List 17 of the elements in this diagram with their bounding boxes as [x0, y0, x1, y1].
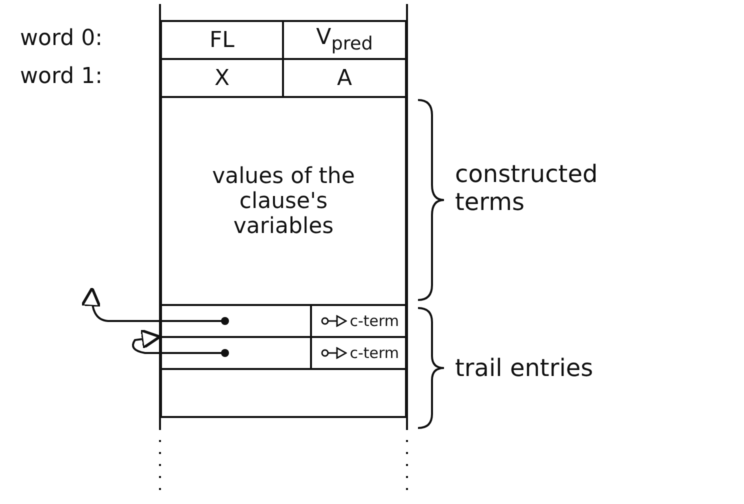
- cell-text: V$_{pred}$: [316, 25, 373, 55]
- word-label: word 0:: [20, 26, 102, 51]
- memory-cell: [160, 96, 407, 306]
- cell-text: c-term: [350, 312, 399, 330]
- cell-text: A: [336, 66, 352, 90]
- memory-cell: [160, 368, 407, 418]
- cell-text: values of the clause's variables: [211, 164, 356, 238]
- memory-cell: [160, 20, 284, 60]
- pointer-arrow: [132, 328, 223, 354]
- word-label: word 1:: [20, 64, 102, 89]
- memory-cell: [282, 20, 407, 60]
- region-label: trail entries: [455, 354, 594, 382]
- region-label: constructed terms: [455, 160, 599, 216]
- cell-text: FL: [210, 28, 234, 52]
- cell-text: X: [214, 66, 230, 90]
- pointer-arrow: [81, 286, 223, 322]
- cell-text: c-term: [350, 344, 399, 362]
